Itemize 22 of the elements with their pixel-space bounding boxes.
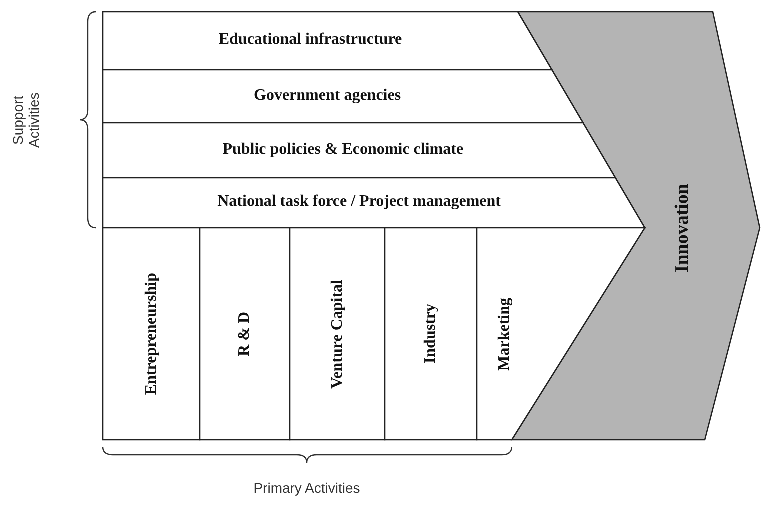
activity-label: Entrepreneurship	[142, 272, 160, 396]
activity-label: Innovation	[672, 184, 694, 272]
support-activity-bar	[103, 123, 616, 178]
primary-activity-column	[200, 228, 290, 440]
activity-label: Venture Capital	[328, 280, 346, 388]
primary-activity-column	[290, 228, 385, 440]
support-activity-bar	[103, 12, 552, 70]
support-activity-bar	[103, 70, 584, 123]
activity-label: R & D	[236, 312, 254, 356]
activity-label: Government agencies	[253, 86, 402, 104]
primary-activity-column	[477, 228, 645, 440]
activity-label: Marketing	[496, 298, 514, 370]
innovation-chevron	[512, 12, 760, 440]
activity-label: Educational infrastructure	[218, 31, 404, 49]
activity-label: Public policies & Economic climate	[222, 140, 465, 158]
support-activity-bar	[103, 178, 645, 228]
primary-activity-column	[103, 228, 200, 440]
activity-label: National task force / Project management	[216, 193, 502, 211]
activity-label: Industry	[422, 304, 440, 364]
primary-activity-column	[385, 228, 477, 440]
bracket-label: Support Activities	[10, 91, 42, 150]
bracket-label: Primary Activities	[252, 480, 362, 496]
